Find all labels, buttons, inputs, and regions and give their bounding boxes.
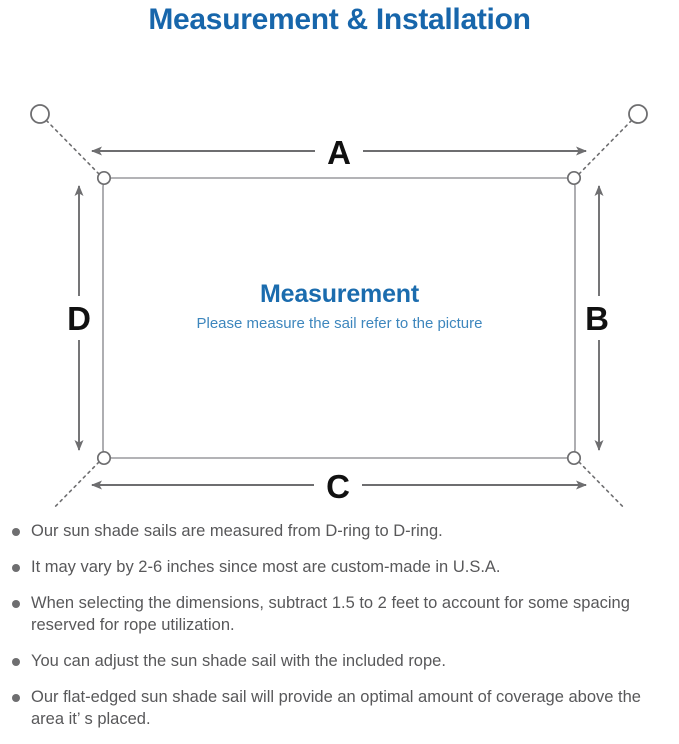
list-item: When selecting the dimensions, subtract … xyxy=(0,592,679,636)
sail-rectangle xyxy=(102,177,576,459)
list-item: Our flat-edged sun shade sail will provi… xyxy=(0,686,679,730)
bullet-icon xyxy=(12,600,20,608)
measurement-diagram: A C D B Measurement Please measure the s… xyxy=(0,38,679,508)
note-text: You can adjust the sun shade sail with t… xyxy=(31,652,446,670)
dimension-label-d: D xyxy=(67,300,91,337)
diagram-svg: A C D B xyxy=(30,104,648,508)
list-item: You can adjust the sun shade sail with t… xyxy=(0,650,679,672)
note-text: It may vary by 2-6 inches since most are… xyxy=(31,558,501,576)
d-ring-icon xyxy=(96,170,582,466)
dotted-rope-line xyxy=(43,117,635,508)
dimension-label-a: A xyxy=(327,134,351,171)
bullet-icon xyxy=(12,694,20,702)
anchor-point-icon xyxy=(30,104,648,124)
note-text: Our flat-edged sun shade sail will provi… xyxy=(31,688,641,728)
bullet-icon xyxy=(12,564,20,572)
bullet-icon xyxy=(12,528,20,536)
bullet-icon xyxy=(12,658,20,666)
dimension-label-c: C xyxy=(326,468,350,505)
note-text: When selecting the dimensions, subtract … xyxy=(31,594,630,634)
page-title: Measurement & Installation xyxy=(148,3,531,36)
list-item: It may vary by 2-6 inches since most are… xyxy=(0,556,679,578)
note-text: Our sun shade sails are measured from D-… xyxy=(31,522,443,540)
list-item: Our sun shade sails are measured from D-… xyxy=(0,520,679,542)
dimension-label-b: B xyxy=(585,300,609,337)
notes-list: Our sun shade sails are measured from D-… xyxy=(0,520,679,744)
